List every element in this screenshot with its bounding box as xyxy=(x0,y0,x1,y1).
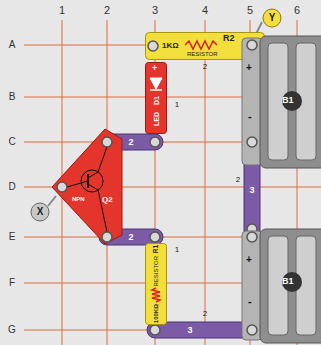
battery-holder xyxy=(260,229,321,343)
part-label: + xyxy=(246,63,252,73)
battery-badge xyxy=(282,91,302,111)
snap-stud xyxy=(57,182,67,192)
part-label: B1 xyxy=(282,96,294,105)
battery-badge xyxy=(282,272,302,292)
base-lead xyxy=(67,181,88,187)
callout-number: 2 xyxy=(104,5,110,16)
transistor-symbol xyxy=(81,170,103,192)
resistor-symbol xyxy=(152,288,160,302)
snap-stud xyxy=(102,232,112,242)
callout-number: C xyxy=(8,137,15,147)
part-outline xyxy=(50,125,125,245)
callout-number: E xyxy=(9,232,16,242)
base-bar xyxy=(87,174,89,188)
callout-number: 4 xyxy=(202,5,208,16)
resistor-body xyxy=(146,244,167,325)
part-label: 100KΩ xyxy=(153,304,159,323)
component-part: B1 + - xyxy=(240,35,321,170)
callout-number: 3 xyxy=(187,326,192,335)
part-label: - xyxy=(248,296,252,307)
snap-wires xyxy=(99,134,260,338)
emitter-lead xyxy=(88,184,107,232)
snap-stud xyxy=(247,40,257,50)
part-label: RESISTOR xyxy=(187,51,218,57)
callout-number: 3 xyxy=(249,186,254,195)
callout-number: 3 xyxy=(152,5,158,16)
callout-number: 5 xyxy=(247,5,253,16)
battery-tab xyxy=(242,231,262,340)
callout-number: D xyxy=(8,182,15,192)
component-part: + D1LED xyxy=(145,62,167,134)
callout-number: A xyxy=(9,40,16,50)
callout-number: 2 xyxy=(128,138,133,147)
callout-number: B xyxy=(9,92,16,102)
part-label: LED xyxy=(153,112,160,126)
callout-number: 2 xyxy=(203,63,207,71)
part-label: R1 xyxy=(153,245,160,253)
callout-number: 6 xyxy=(294,5,300,16)
component-part: Q2 NPN xyxy=(50,125,125,245)
part-label: RESISTOR xyxy=(153,256,159,287)
callout-number: 2 xyxy=(236,176,240,184)
collector-lead xyxy=(88,147,107,178)
snap-stud xyxy=(148,41,158,51)
part-outline xyxy=(240,35,321,170)
callout-number: 1 xyxy=(175,246,179,254)
callout-number: 1 xyxy=(175,101,179,109)
callout-number: F xyxy=(9,278,15,288)
diode-symbol xyxy=(150,78,162,89)
snap-stud xyxy=(102,137,112,147)
part-label: + xyxy=(152,64,157,73)
grid-lines xyxy=(24,20,321,345)
diode-bar xyxy=(150,89,162,91)
part-outline xyxy=(240,228,321,345)
transistor-body xyxy=(52,129,122,244)
battery-tab xyxy=(242,38,262,165)
component-part: R1RESISTOR 100KΩ xyxy=(145,243,167,325)
snap-stud xyxy=(247,325,257,335)
callout-number: G xyxy=(8,325,16,335)
resistor-symbol xyxy=(185,41,217,49)
part-label: B1 xyxy=(282,277,294,286)
part-label: 1KΩ xyxy=(162,42,179,50)
part-label: NPN xyxy=(72,196,85,202)
snap-stud xyxy=(247,232,257,242)
part-label: - xyxy=(248,111,252,122)
callout-number: X xyxy=(37,207,44,217)
callout-number: 1 xyxy=(59,5,65,16)
part-label: Q2 xyxy=(102,196,113,204)
battery-holder xyxy=(260,36,321,168)
part-label: D1 xyxy=(153,96,160,105)
part-label: + xyxy=(246,255,252,265)
callout-number: Y xyxy=(269,13,276,23)
callout-number: 2 xyxy=(203,310,207,318)
callout-number: 2 xyxy=(128,233,133,242)
snap-stud xyxy=(247,137,257,147)
led-body xyxy=(146,63,167,134)
part-label: R2 xyxy=(223,34,235,43)
component-part: B1 + - xyxy=(240,228,321,345)
